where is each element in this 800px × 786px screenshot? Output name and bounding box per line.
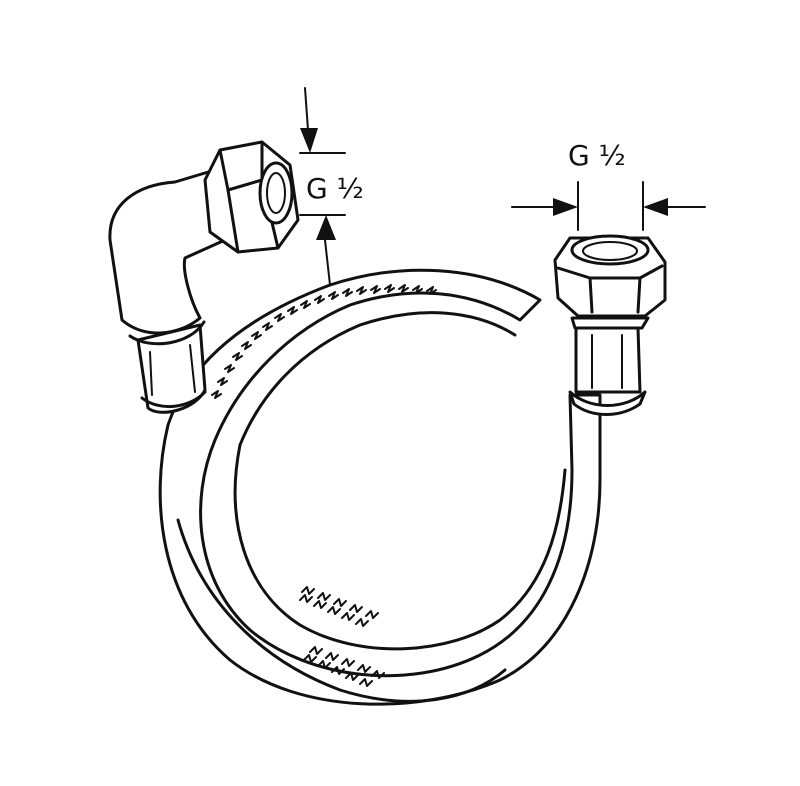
left-arrow-up [316, 215, 336, 240]
left-dimension: G ½ [299, 87, 364, 286]
braid-marks-upper [211, 284, 437, 399]
left-thread-label: G ½ [306, 172, 364, 205]
right-straight-fitting [553, 234, 667, 416]
left-arrow-down [300, 128, 318, 153]
right-thread-label: G ½ [568, 139, 626, 172]
braid-marks-lower-2 [303, 646, 385, 687]
braid-marks-lower-1 [299, 586, 379, 627]
right-dimension: G ½ [511, 139, 706, 231]
right-arrow-right [553, 198, 578, 216]
left-elbow-fitting [108, 140, 300, 414]
hose-loop [158, 268, 602, 706]
right-arrow-left [643, 198, 668, 216]
